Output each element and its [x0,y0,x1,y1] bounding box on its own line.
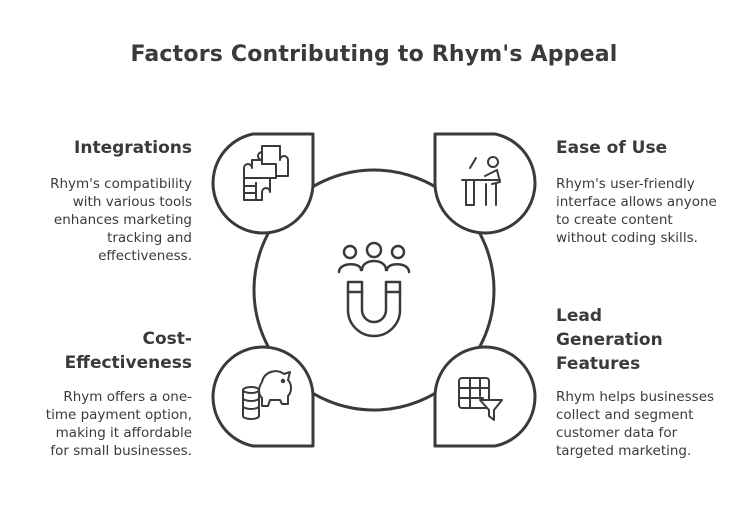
person-at-desk-icon [461,156,501,206]
diagram-title: Factors Contributing to Rhym's Appeal [130,42,618,67]
center-circle [252,168,496,412]
factor-heading-integrations: Integrations [74,138,192,158]
factor-description-cost-effectiveness: Rhym offers a one-time payment option, m… [45,389,192,459]
teardrop-lead-generation [433,345,537,448]
teardrop-integrations [211,132,315,235]
factor-heading-ease-of-use: Ease of Use [556,138,668,158]
factor-heading-lead-generation: Lead Generation Features [556,306,663,374]
teardrop-ease-of-use [433,132,537,235]
factor-description-ease-of-use: Rhym's user-friendly interface allows an… [556,176,717,246]
piggy-bank-icon [242,370,292,420]
teardrop-cost-effectiveness [211,345,315,448]
factor-description-integrations: Rhym's compatibility with various tools … [50,176,192,264]
factor-description-lead-generation: Rhym helps businesses collect and segmen… [556,389,715,459]
puzzle-icon [243,145,289,201]
magnet-people-icon [337,241,411,338]
table-filter-icon [458,377,503,421]
factor-heading-cost-effectiveness: Cost-Effectiveness [64,329,192,373]
